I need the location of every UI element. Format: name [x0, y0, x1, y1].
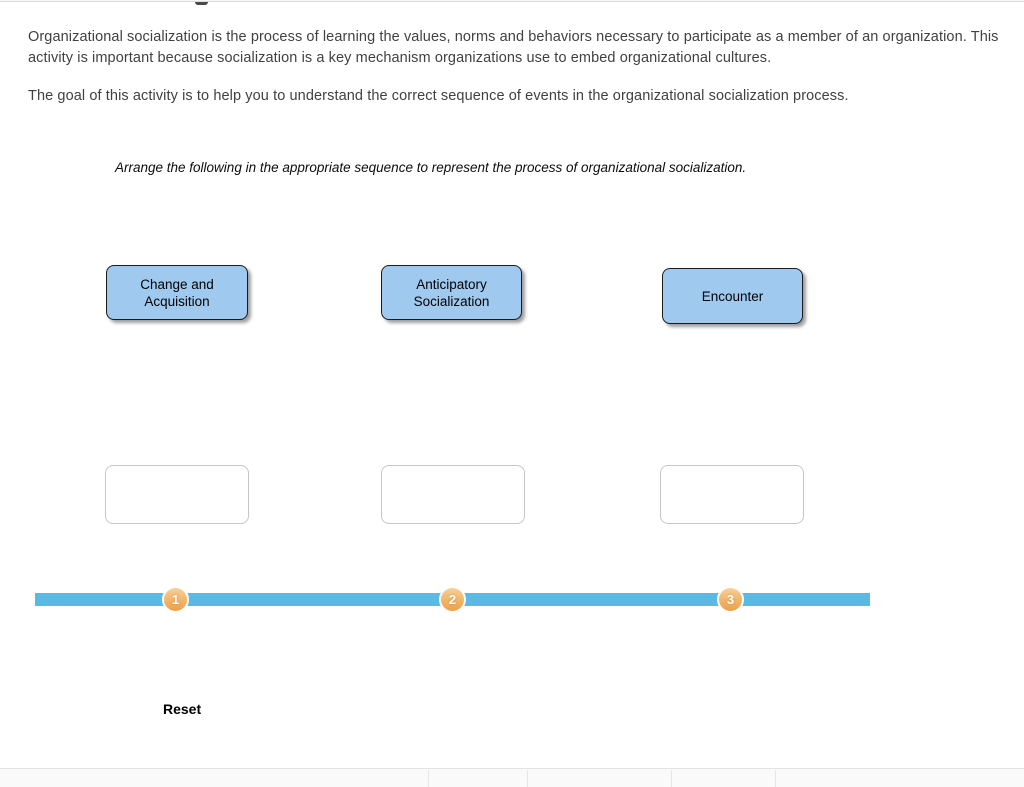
draggable-card-encounter[interactable]: Encounter	[662, 268, 803, 324]
draggable-card-anticipatory-socialization[interactable]: Anticipatory Socialization	[381, 265, 522, 320]
footer-toolbar-cutoff	[0, 769, 1024, 787]
drop-zone-3[interactable]	[660, 465, 804, 524]
activity-instruction: Arrange the following in the appropriate…	[115, 160, 747, 175]
timeline-marker-1: 1	[162, 586, 189, 613]
reset-button[interactable]: Reset	[163, 701, 202, 717]
footer-separator	[671, 770, 672, 787]
top-strip	[0, 0, 1024, 1]
card-label: Change and Acquisition	[140, 276, 214, 309]
card-label: Encounter	[701, 288, 764, 304]
cutoff-element-artifact	[195, 2, 208, 5]
timeline-marker-number: 3	[726, 592, 735, 607]
footer-separator	[775, 770, 776, 787]
footer-border-line	[0, 768, 1024, 769]
draggable-card-change-and-acquisition[interactable]: Change and Acquisition	[106, 265, 248, 320]
footer-separator	[527, 770, 528, 787]
drop-zone-1[interactable]	[105, 465, 249, 524]
timeline-marker-2: 2	[439, 586, 466, 613]
footer-separator	[428, 770, 429, 787]
top-border-line	[0, 1, 1024, 2]
intro-paragraph-1: Organizational socialization is the proc…	[28, 29, 999, 66]
timeline-marker-3: 3	[717, 586, 744, 613]
card-label: Anticipatory Socialization	[413, 276, 490, 309]
timeline-marker-number: 1	[171, 592, 180, 607]
drop-zone-2[interactable]	[381, 465, 525, 524]
intro-paragraph-2: The goal of this activity is to help you…	[28, 88, 849, 104]
timeline-marker-number: 2	[448, 592, 457, 607]
